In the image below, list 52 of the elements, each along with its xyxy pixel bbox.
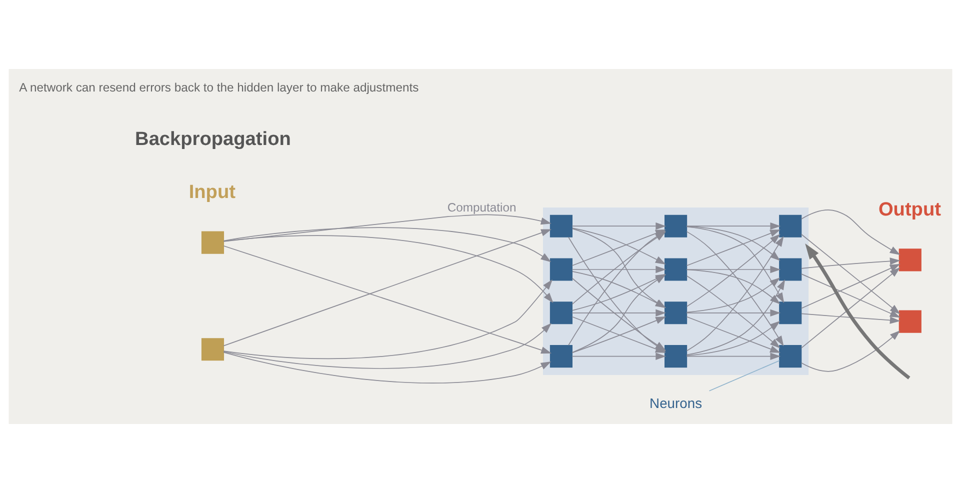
label: Backpropagation: [135, 129, 291, 150]
node-box: [664, 302, 688, 324]
label: A network can resend errors back to the hidden layer to make adjustments: [19, 80, 419, 94]
arrow: [800, 264, 900, 309]
node-box: [550, 302, 572, 324]
arrow: [223, 352, 552, 384]
arrow: [572, 309, 666, 317]
arrow: [686, 226, 784, 304]
node-box: [664, 214, 688, 238]
node-box: [779, 258, 802, 281]
arrow: [223, 323, 552, 369]
label: Input: [188, 182, 236, 203]
arrow: [223, 245, 552, 354]
arrow: [572, 222, 666, 230]
node-box: [898, 310, 922, 333]
arrow: [801, 258, 900, 269]
node-box: [664, 258, 688, 281]
arrow: [686, 279, 786, 356]
edge-label: Computation: [447, 200, 516, 215]
node-box: [201, 231, 224, 254]
node-box: [550, 214, 572, 238]
node-box: [779, 345, 802, 368]
arrow: [801, 313, 900, 324]
arrow: [223, 279, 553, 360]
arrow: [223, 235, 554, 304]
connector: [708, 360, 780, 392]
arrow: [572, 352, 666, 360]
arrow: [686, 309, 781, 317]
label: Output: [878, 199, 941, 220]
arrow: [223, 214, 552, 242]
node-box: [201, 338, 224, 361]
arrow: [805, 244, 910, 380]
arrow: [800, 210, 900, 255]
arrow: [223, 229, 552, 346]
node-box: [664, 345, 688, 368]
arrow: [686, 230, 781, 266]
node-box: [779, 214, 802, 238]
node-box: [898, 248, 922, 272]
arrow: [572, 266, 666, 274]
arrow: [223, 227, 552, 262]
arrow: [800, 330, 900, 372]
arrow: [800, 267, 900, 349]
arrow: [800, 274, 900, 318]
arrow: [686, 352, 781, 360]
node-text: Neurons: [650, 395, 702, 412]
node-box: [550, 345, 572, 368]
node-box: [550, 258, 572, 281]
node-box: [779, 302, 802, 324]
arrow: [686, 226, 780, 261]
arrow: [686, 222, 781, 230]
arrow: [686, 266, 781, 274]
arrow: [800, 234, 900, 314]
